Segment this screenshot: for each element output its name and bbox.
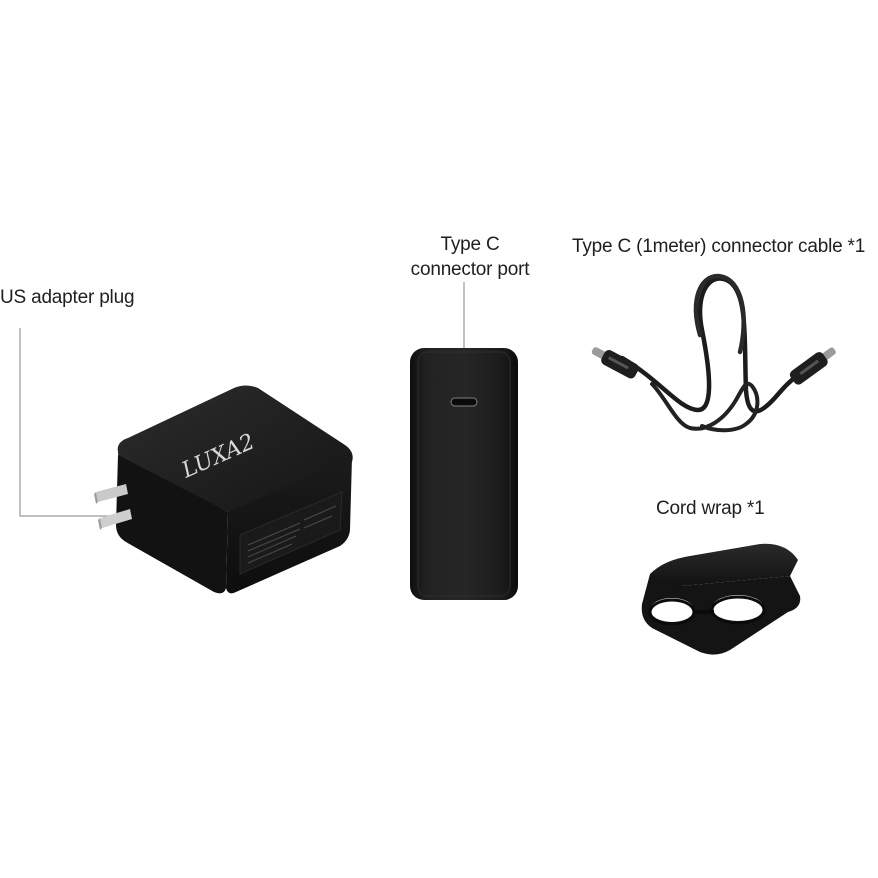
power-adapter: LUXA2 xyxy=(94,385,353,594)
usb-c-port xyxy=(450,397,478,407)
plug-prongs xyxy=(94,484,132,530)
cable-connector-right xyxy=(789,347,836,385)
leader-line-adapter xyxy=(19,328,110,517)
adapter-side-view xyxy=(410,348,518,600)
label-type-c-cable: Type C (1meter) connector cable *1 xyxy=(572,236,866,257)
cord-wrap xyxy=(641,543,801,655)
label-type-c-port-line2: connector port xyxy=(410,259,530,280)
label-type-c-port-line1: Type C xyxy=(440,234,500,255)
label-us-adapter-plug: US adapter plug xyxy=(0,287,135,308)
label-type-c-port: Type C connector port xyxy=(396,232,544,282)
cable-connector-left xyxy=(591,347,639,379)
usb-c-cable xyxy=(619,273,815,433)
label-cord-wrap: Cord wrap *1 xyxy=(656,498,765,519)
